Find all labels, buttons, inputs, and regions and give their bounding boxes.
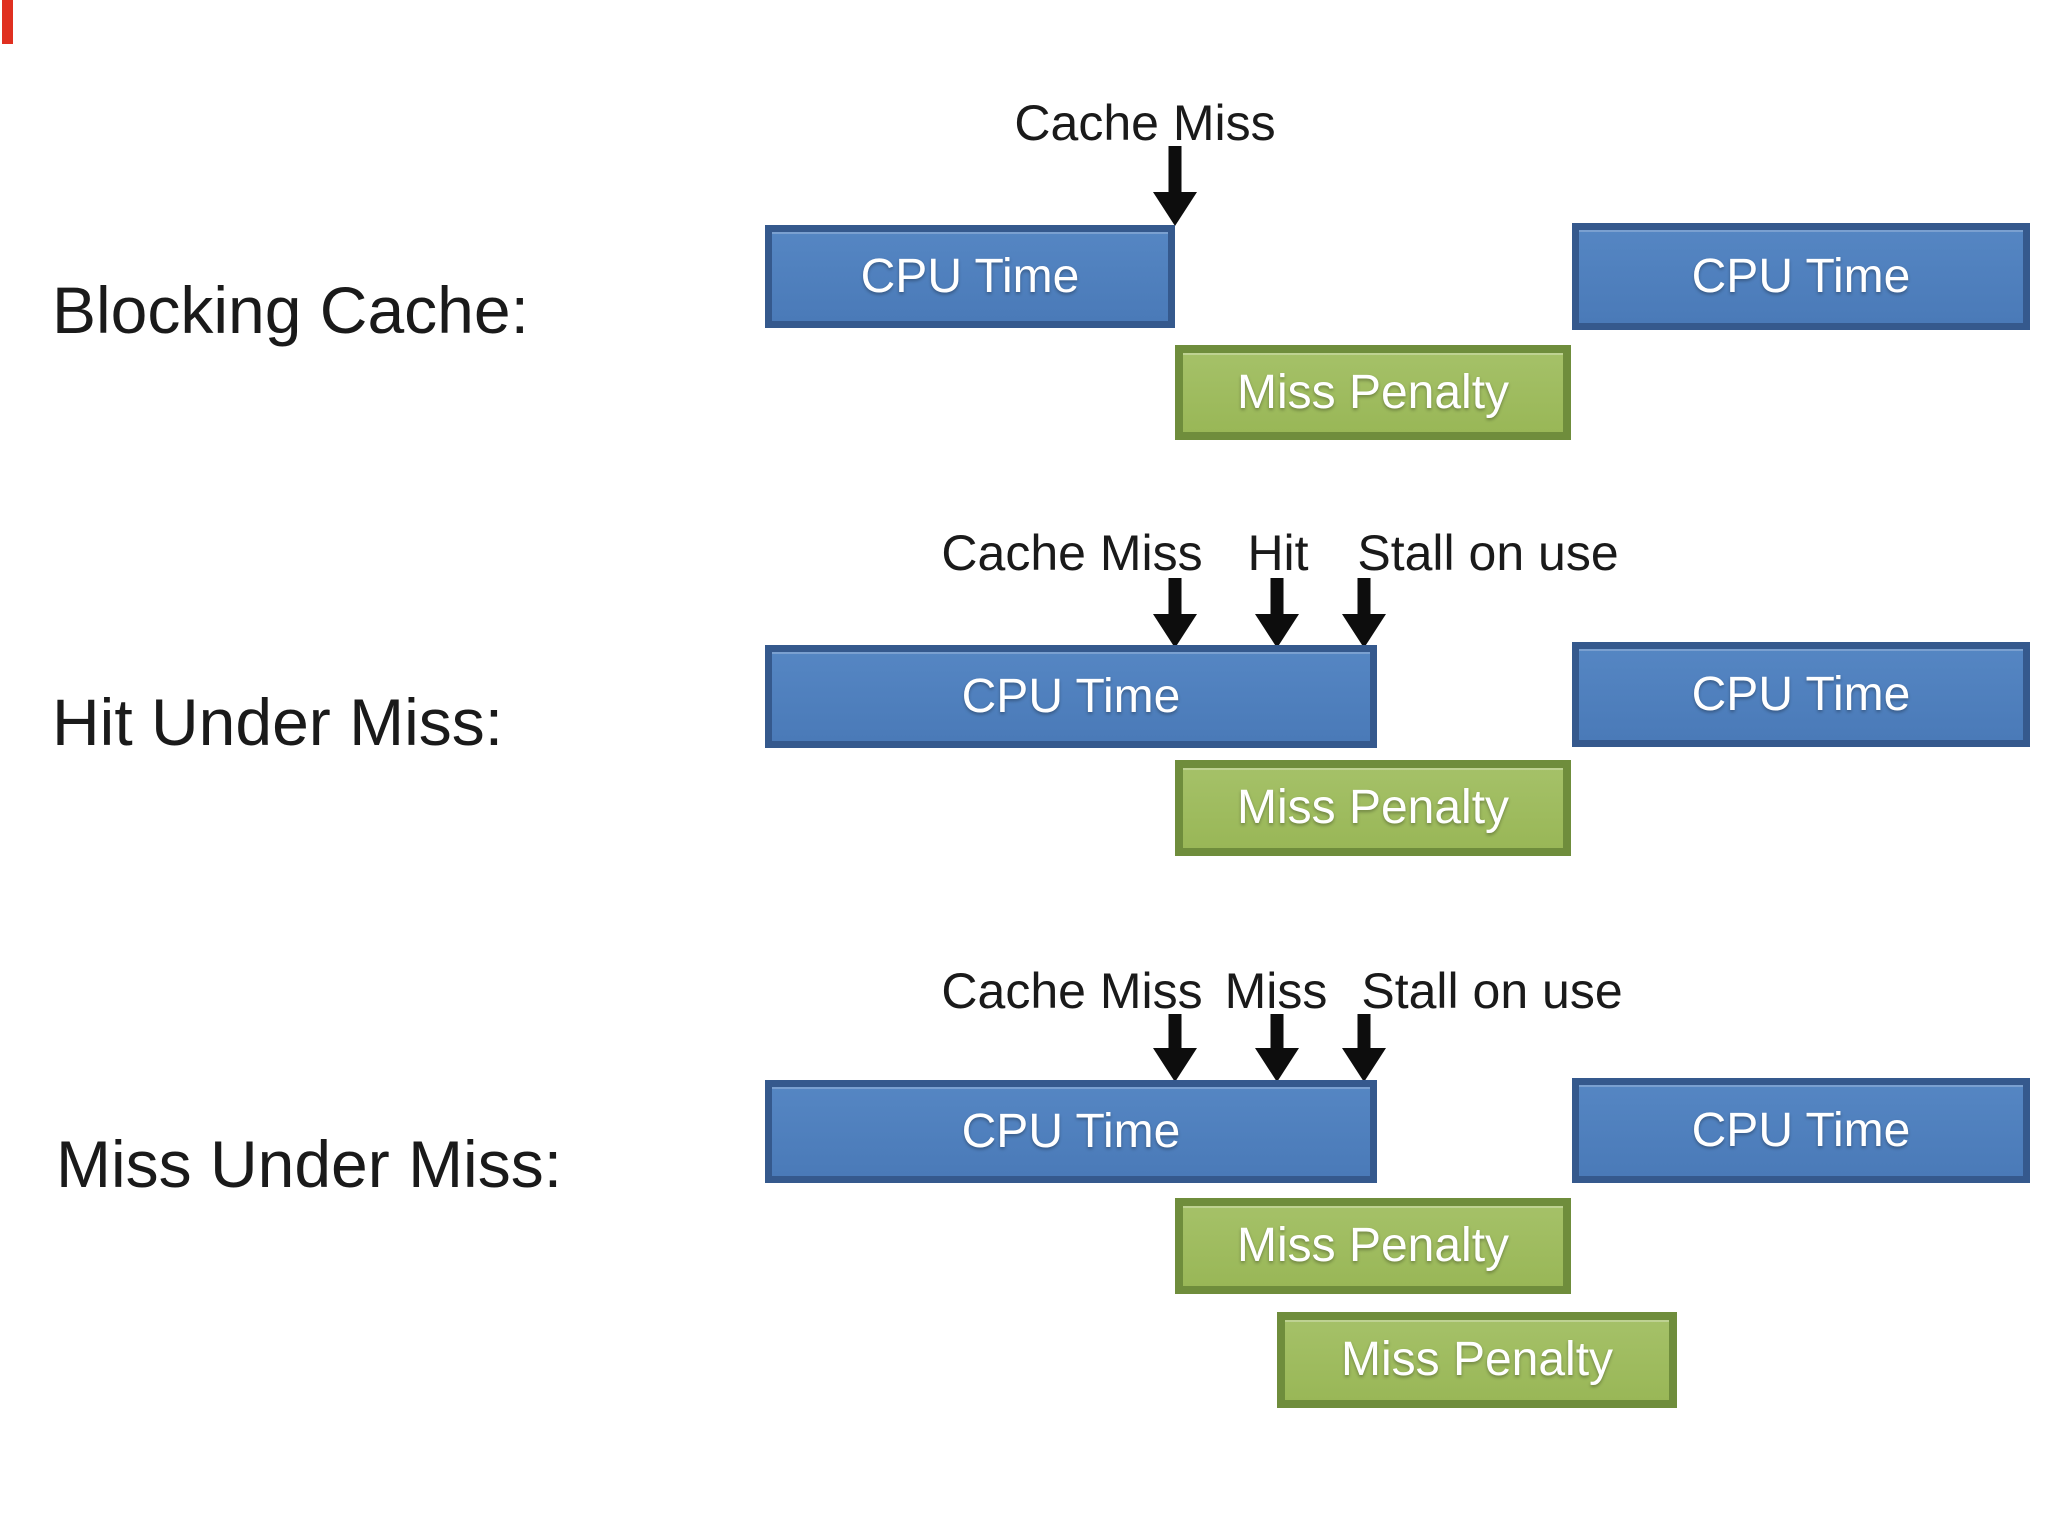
down-arrow-icon — [1255, 1014, 1299, 1082]
down-arrow-icon — [1255, 578, 1299, 648]
miss-label: Miss — [1224, 963, 1328, 1019]
stall-on-use-label: Stall on use — [1361, 963, 1623, 1019]
miss-penalty-box: Miss Penalty — [1175, 760, 1571, 856]
cache-miss-label: Cache Miss — [1014, 95, 1276, 151]
row-label-blocking-cache: Blocking Cache: — [52, 273, 529, 347]
screen-edge-artifact — [2, 0, 13, 44]
row-label-miss-under-miss: Miss Under Miss: — [56, 1127, 563, 1201]
miss-penalty-box: Miss Penalty — [1175, 345, 1571, 440]
miss-penalty-box: Miss Penalty — [1277, 1312, 1677, 1408]
down-arrow-icon — [1153, 1014, 1197, 1082]
down-arrow-icon — [1342, 578, 1386, 648]
cpu-time-box: CPU Time — [765, 1080, 1377, 1183]
cpu-time-box: CPU Time — [765, 225, 1175, 328]
stall-on-use-label: Stall on use — [1357, 525, 1619, 581]
cache-miss-label: Cache Miss — [941, 525, 1203, 581]
cpu-time-box: CPU Time — [1572, 1078, 2030, 1183]
cpu-time-box: CPU Time — [1572, 223, 2030, 330]
miss-penalty-box: Miss Penalty — [1175, 1198, 1571, 1294]
cache-miss-label: Cache Miss — [941, 963, 1203, 1019]
down-arrow-icon — [1153, 146, 1197, 226]
cpu-time-box: CPU Time — [1572, 642, 2030, 747]
hit-label: Hit — [1247, 525, 1309, 581]
cpu-time-box: CPU Time — [765, 645, 1377, 748]
row-label-hit-under-miss: Hit Under Miss: — [52, 685, 504, 759]
down-arrow-icon — [1153, 578, 1197, 648]
down-arrow-icon — [1342, 1014, 1386, 1082]
